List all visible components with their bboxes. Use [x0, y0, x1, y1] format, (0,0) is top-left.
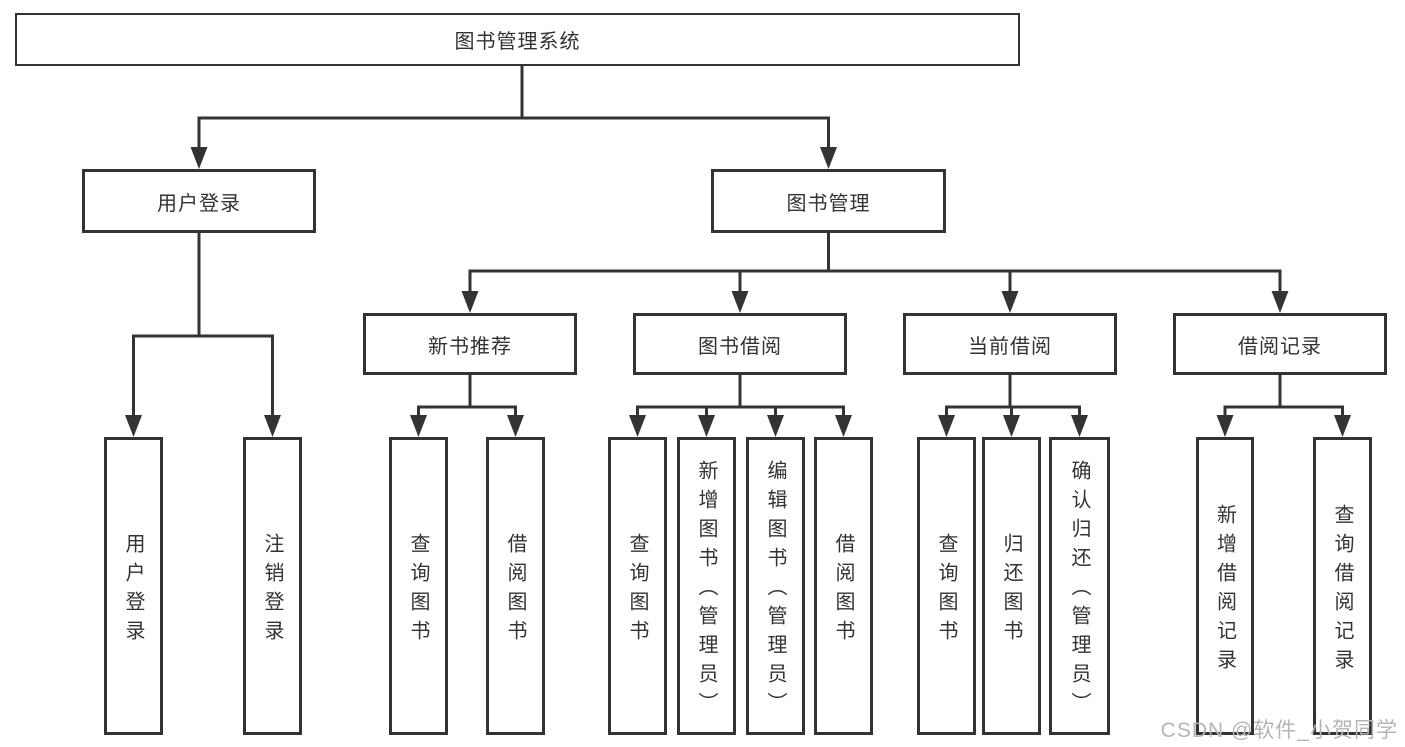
connector-user-login: [132, 231, 274, 421]
node-label: 编辑图书（管理员）: [764, 460, 786, 721]
node-root: 图书管理系统: [15, 13, 1020, 66]
connector-root: [197, 64, 830, 153]
node-label: 图书管理系统: [454, 31, 581, 53]
arrowhead: [1271, 291, 1289, 313]
node-label: 借阅记录: [1238, 335, 1322, 358]
node-borrow-record: 借阅记录: [1173, 313, 1387, 375]
node-label: 图书借阅: [698, 335, 782, 358]
arrowhead: [1001, 291, 1019, 313]
arrowhead: [410, 415, 427, 437]
node-label: 当前借阅: [968, 335, 1052, 358]
arrowhead: [190, 147, 208, 169]
arrowhead: [125, 415, 142, 437]
node-label: 图书管理: [786, 192, 871, 215]
node-book-borrow: 图书借阅: [633, 313, 847, 375]
arrowhead: [629, 415, 646, 437]
connector-borrow-record: [1223, 373, 1344, 421]
arrowhead: [820, 147, 837, 169]
node-leaf-logout: 注销登录: [243, 437, 302, 735]
node-label: 查询图书: [626, 532, 648, 649]
arrowhead: [698, 415, 715, 437]
node-leaf-cb-query: 查询图书: [917, 437, 976, 735]
node-leaf-bb-query: 查询图书: [608, 437, 667, 735]
connector-new-book-rec: [417, 373, 517, 421]
node-label: 查询借阅记录: [1331, 503, 1353, 678]
node-leaf-nbr-borrow: 借阅图书: [486, 437, 545, 735]
arrowhead: [938, 415, 955, 437]
arrowhead: [835, 415, 852, 437]
node-leaf-nbr-query: 查询图书: [389, 437, 448, 735]
node-label: 查询图书: [407, 532, 429, 649]
node-user-login: 用户登录: [82, 169, 316, 233]
arrowhead: [1003, 415, 1020, 437]
arrowhead: [731, 291, 749, 313]
arrowhead: [1216, 415, 1234, 437]
node-book-mgmt: 图书管理: [711, 169, 946, 233]
node-leaf-cb-return: 归还图书: [982, 437, 1041, 735]
node-leaf-cb-confirm: 确认归还（管理员）: [1049, 437, 1110, 735]
node-label: 借阅图书: [832, 532, 854, 649]
node-label: 新增借阅记录: [1213, 503, 1236, 678]
arrowhead: [461, 291, 479, 313]
node-label: 注销登录: [261, 532, 283, 649]
node-label: 新增图书（管理员）: [695, 460, 717, 721]
node-new-book-rec: 新书推荐: [363, 313, 577, 375]
node-leaf-bb-borrow: 借阅图书: [814, 437, 873, 735]
node-label: 查询图书: [935, 532, 957, 649]
node-leaf-br-query: 查询借阅记录: [1313, 437, 1372, 735]
node-label: 借阅图书: [504, 532, 526, 649]
connector-current-borrow: [945, 373, 1081, 421]
arrowhead: [507, 415, 524, 437]
arrowhead: [264, 415, 281, 437]
node-leaf-user-login: 用户登录: [104, 437, 163, 735]
connector-book-borrow: [636, 373, 845, 421]
arrowhead: [1334, 415, 1351, 437]
node-leaf-bb-add: 新增图书（管理员）: [677, 437, 736, 735]
node-label: 用户登录: [157, 192, 241, 215]
node-label: 归还图书: [1000, 532, 1022, 649]
node-label: 新书推荐: [428, 335, 512, 358]
node-leaf-bb-edit: 编辑图书（管理员）: [746, 437, 805, 735]
node-label: 用户登录: [122, 532, 144, 649]
arrowhead: [1071, 415, 1088, 437]
node-label: 确认归还（管理员）: [1068, 460, 1090, 721]
arrowhead: [767, 415, 784, 437]
connector-book-mgmt: [468, 231, 1282, 297]
node-leaf-br-add: 新增借阅记录: [1196, 437, 1254, 735]
node-current-borrow: 当前借阅: [903, 313, 1117, 375]
